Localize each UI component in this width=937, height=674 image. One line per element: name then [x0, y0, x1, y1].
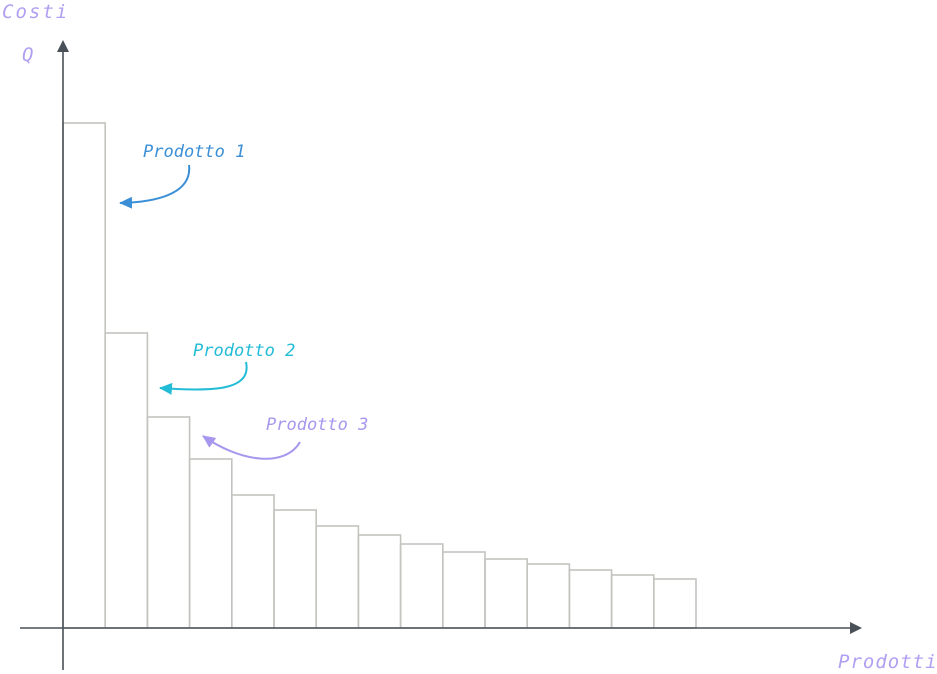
bar-3 [146, 416, 191, 629]
bar-4 [188, 458, 233, 629]
bar-11 [484, 558, 529, 629]
annotation-prodotto-2: Prodotto 2 [193, 341, 295, 361]
annotation-arrow-1 [119, 164, 191, 209]
bar-13 [568, 569, 613, 629]
y-axis-subtitle: Q [22, 44, 33, 66]
bar-15 [652, 578, 697, 629]
bar-5 [231, 494, 275, 629]
bar-2 [104, 332, 149, 629]
bar-1 [62, 122, 107, 629]
annotation-prodotto-1: Prodotto 1 [143, 142, 245, 162]
bar-8 [357, 534, 402, 629]
bar-12 [526, 563, 571, 629]
annotation-arrow-3 [202, 435, 301, 460]
bar-7 [315, 525, 360, 629]
annotation-arrow-2 [159, 361, 248, 395]
bar-6 [273, 509, 318, 629]
bar-9 [399, 543, 444, 629]
x-axis-title: Prodotti [838, 651, 937, 673]
bar-14 [610, 574, 655, 629]
annotation-prodotto-3: Prodotto 3 [266, 415, 368, 435]
bar-10 [441, 551, 486, 629]
y-axis-title: Costi [2, 1, 69, 23]
